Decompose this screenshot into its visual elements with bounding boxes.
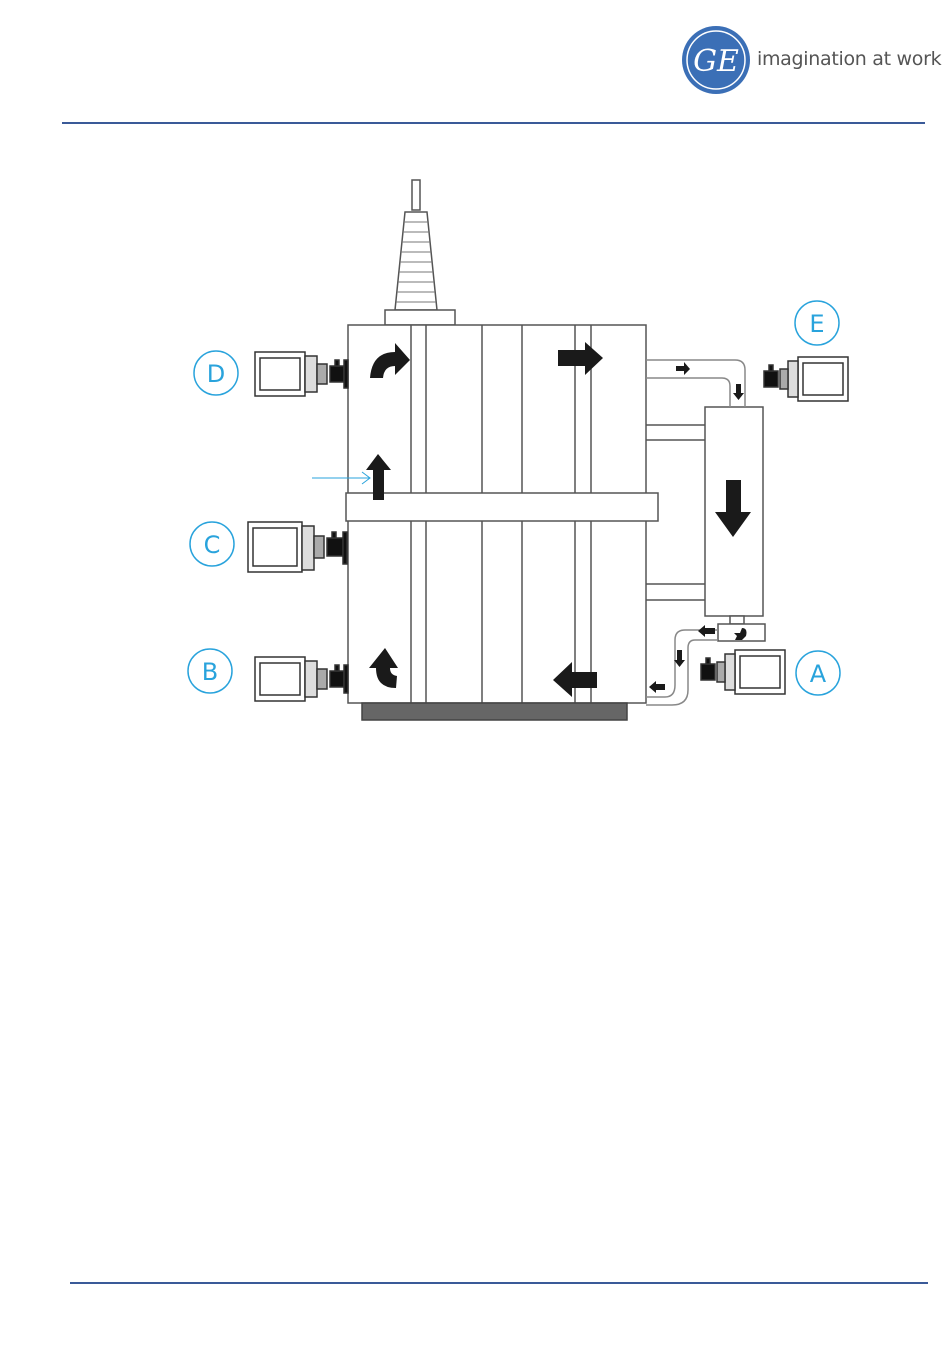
header-rule xyxy=(62,122,925,124)
small-arrow-left-icon xyxy=(649,681,665,693)
small-arrow-left-icon xyxy=(698,625,715,637)
sampling-device-b xyxy=(254,656,349,702)
sampling-device-c xyxy=(247,521,348,573)
label-d: D xyxy=(207,360,225,388)
transformer-diagram xyxy=(345,179,766,721)
sampling-device-d xyxy=(254,351,349,397)
arrow-right-icon xyxy=(558,342,603,375)
curved-arrow-icon xyxy=(370,343,410,378)
label-e: E xyxy=(809,310,824,338)
tank-base xyxy=(361,702,628,721)
ge-logo: GE xyxy=(682,26,750,94)
logo-tagline: imagination at work xyxy=(757,48,942,70)
curved-arrow-up-icon xyxy=(369,648,398,688)
arrow-up-icon xyxy=(366,454,391,500)
sampling-device-a xyxy=(700,649,786,695)
label-c: C xyxy=(204,531,221,559)
tank-band xyxy=(345,492,659,522)
small-arrow-right-icon xyxy=(676,362,690,375)
svg-text:GE: GE xyxy=(693,44,739,79)
small-arrow-down-icon xyxy=(733,384,744,400)
flow-arrows xyxy=(366,342,751,697)
arrow-down-icon xyxy=(715,480,751,537)
arrow-left-icon xyxy=(553,662,597,697)
footer-rule xyxy=(70,1282,928,1284)
sampling-devices xyxy=(247,351,849,702)
label-b: B xyxy=(202,658,218,686)
sampling-point-labels xyxy=(187,300,841,696)
sampling-device-e xyxy=(763,356,849,402)
bushing xyxy=(384,179,456,326)
small-arrow-down-icon xyxy=(674,650,685,667)
small-curved-arrow-icon xyxy=(734,628,747,640)
label-a: A xyxy=(810,660,827,688)
pointer-arrow-icon xyxy=(312,471,371,485)
